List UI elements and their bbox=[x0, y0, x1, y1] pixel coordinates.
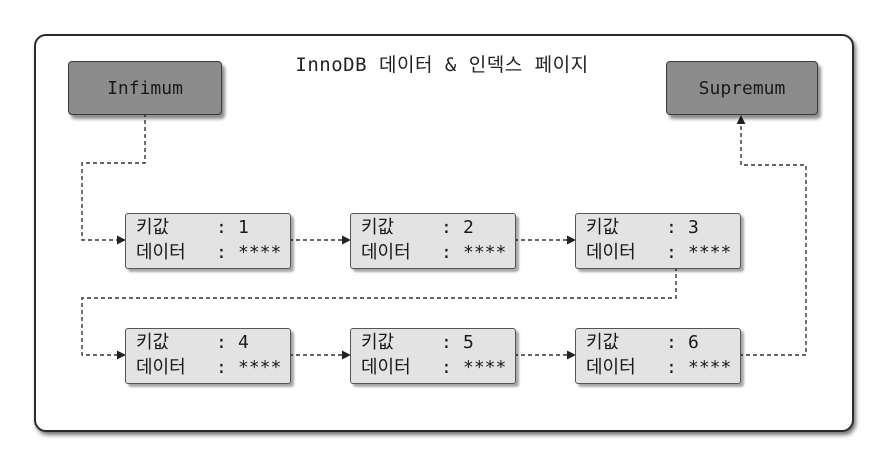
data-label: 데이터 bbox=[136, 357, 186, 378]
page-title: InnoDB 데이터 & 인덱스 페이지 bbox=[295, 54, 589, 76]
record-4: 키값:4 데이터:**** bbox=[125, 328, 291, 384]
record-6: 키값:6 데이터:**** bbox=[575, 328, 741, 384]
key-label: 키값 bbox=[361, 217, 395, 238]
supremum-record: Supremum bbox=[666, 61, 818, 115]
record-data-value: **** bbox=[463, 242, 507, 263]
record-key-value: 4 bbox=[238, 332, 249, 353]
key-label: 키값 bbox=[586, 332, 620, 353]
link-infimum-to-record-1 bbox=[81, 113, 146, 245]
record-key-value: 6 bbox=[688, 332, 699, 353]
link-record-3-to-record-4 bbox=[81, 267, 677, 360]
record-key-value: 1 bbox=[238, 217, 249, 238]
data-label: 데이터 bbox=[361, 242, 411, 263]
key-label: 키값 bbox=[136, 332, 170, 353]
record-data-value: **** bbox=[238, 242, 282, 263]
data-label: 데이터 bbox=[361, 357, 411, 378]
data-label: 데이터 bbox=[586, 357, 636, 378]
record-2: 키값:2 데이터:**** bbox=[350, 213, 516, 269]
record-key-value: 2 bbox=[463, 217, 474, 238]
key-label: 키값 bbox=[136, 217, 170, 238]
record-data-value: **** bbox=[688, 242, 732, 263]
record-5: 키값:5 데이터:**** bbox=[350, 328, 516, 384]
record-key-value: 5 bbox=[463, 332, 474, 353]
infimum-record: Infimum bbox=[68, 61, 222, 115]
link-record-6-to-supremum bbox=[736, 115, 807, 356]
key-label: 키값 bbox=[586, 217, 620, 238]
record-data-value: **** bbox=[238, 357, 282, 378]
data-label: 데이터 bbox=[136, 242, 186, 263]
record-1: 키값:1 데이터:**** bbox=[125, 213, 291, 269]
data-label: 데이터 bbox=[586, 242, 636, 263]
key-label: 키값 bbox=[361, 332, 395, 353]
record-key-value: 3 bbox=[688, 217, 699, 238]
record-3: 키값:3 데이터:**** bbox=[575, 213, 741, 269]
record-data-value: **** bbox=[463, 357, 507, 378]
record-data-value: **** bbox=[688, 357, 732, 378]
